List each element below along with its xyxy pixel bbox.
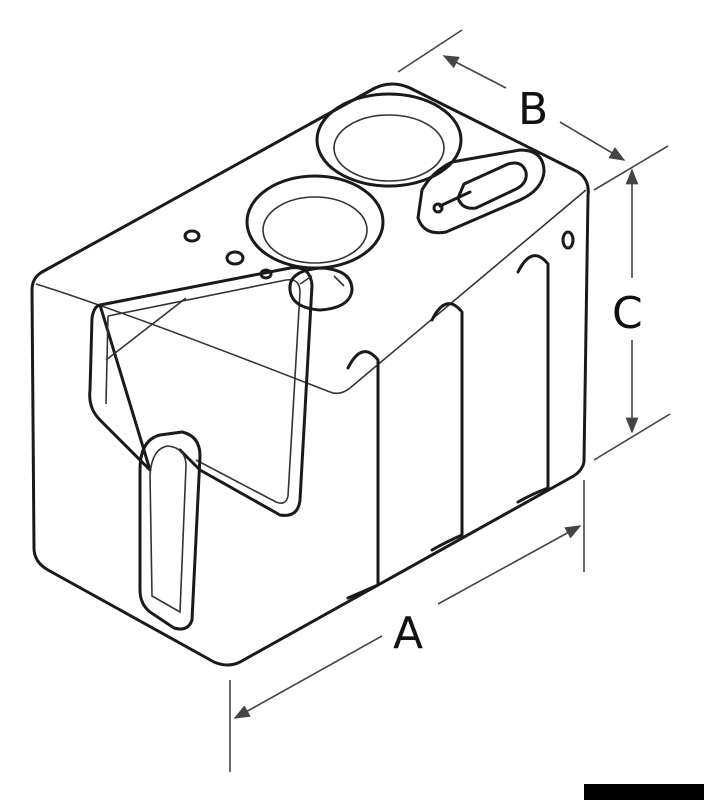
small-holes — [183, 229, 575, 280]
dimension-c: C — [593, 168, 671, 461]
top-openings — [245, 92, 463, 312]
dimension-b: B — [397, 29, 669, 191]
tank-outline — [30, 82, 590, 667]
dimension-b-label: B — [518, 84, 548, 135]
side-ridges — [346, 254, 550, 600]
black-bar — [584, 784, 704, 800]
handle-recess — [88, 266, 314, 631]
dimension-a: A — [229, 480, 585, 772]
dimension-a-label: A — [393, 608, 423, 659]
dimension-c-label: C — [612, 288, 643, 339]
vent-fitting — [416, 148, 546, 235]
